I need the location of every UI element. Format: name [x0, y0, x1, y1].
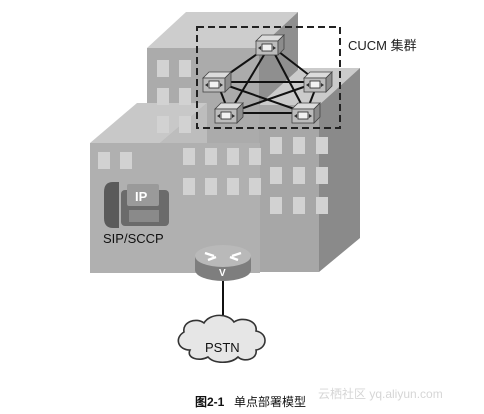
building-window: [293, 137, 305, 154]
figure-caption: 图2-1 单点部署模型: [195, 394, 306, 409]
cluster-servers: [202, 34, 333, 124]
cucm-server-icon: [291, 102, 321, 124]
cucm-cluster: CUCM 集群: [196, 26, 417, 129]
cucm-server-icon: [202, 71, 232, 93]
pstn-cloud: PSTN: [177, 314, 266, 364]
building-window: [293, 167, 305, 184]
building-window: [179, 116, 191, 133]
cluster-link: [216, 81, 307, 114]
cucm-server-icon: [303, 71, 333, 93]
voice-router: V: [195, 245, 251, 281]
right-building-front: [259, 105, 319, 272]
building-window: [183, 178, 195, 195]
cluster-link: [228, 44, 271, 114]
building-window: [120, 152, 132, 169]
ip-phone: IP: [104, 182, 169, 228]
building-window: [293, 197, 305, 214]
cucm-server-icon: [255, 34, 285, 56]
building-window: [316, 167, 328, 184]
watermark: 云栖社区 yq.aliyun.com: [318, 386, 443, 401]
figure-title: 单点部署模型: [234, 394, 306, 409]
phone-type-label: SIP/SCCP: [103, 231, 164, 246]
building-window: [157, 116, 169, 133]
router-arrows-icon: [204, 251, 242, 262]
building-window: [157, 60, 169, 77]
cluster-link: [228, 81, 319, 114]
building-window: [227, 178, 239, 195]
building-window: [270, 137, 282, 154]
left-building-top: [90, 103, 207, 143]
building-window: [316, 137, 328, 154]
building-window: [270, 197, 282, 214]
building-window: [249, 178, 261, 195]
cluster-boundary: [196, 26, 341, 129]
building-window: [205, 178, 217, 195]
phone-screen-icon: [127, 184, 159, 206]
router-voice-badge: V: [219, 268, 226, 279]
building-window: [205, 148, 217, 165]
right-building-side: [319, 68, 360, 272]
cluster-label: CUCM 集群: [348, 38, 417, 53]
building-window: [316, 197, 328, 214]
building-window: [98, 152, 110, 169]
building-window: [179, 88, 191, 105]
phone-handset-icon: [104, 182, 119, 228]
building-windows: [98, 60, 328, 214]
pstn-cloud-shape: [177, 314, 266, 364]
router-top: [195, 245, 251, 267]
phone-ip-badge: IP: [135, 189, 148, 204]
cluster-link: [269, 44, 307, 114]
building-window: [249, 148, 261, 165]
figure-number: 图2-1: [195, 395, 225, 409]
pstn-label: PSTN: [205, 340, 240, 355]
building-window: [183, 148, 195, 165]
building-window: [179, 60, 191, 77]
building-window: [227, 148, 239, 165]
building-window: [270, 167, 282, 184]
building-window: [157, 88, 169, 105]
cucm-server-icon: [214, 102, 244, 124]
